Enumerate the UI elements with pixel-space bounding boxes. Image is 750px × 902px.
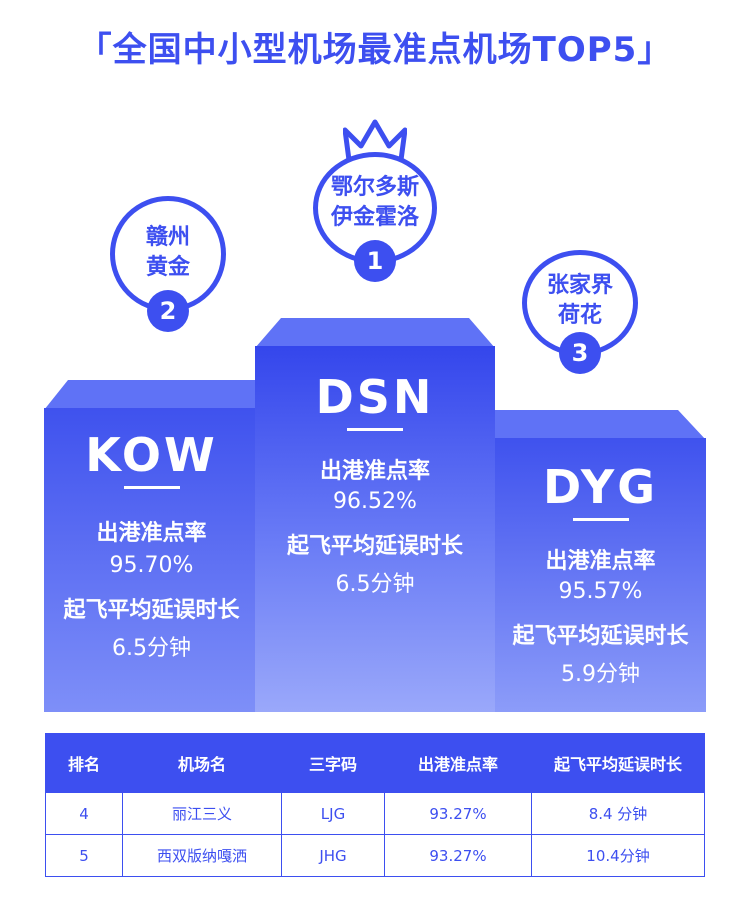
table-row: 5 西双版纳嘎洒 JHG 93.27% 10.4分钟 — [45, 834, 705, 877]
airport-name-line2: 伊金霍洛 — [330, 205, 419, 230]
ontime-label: 出港准点率 — [96, 521, 207, 546]
airport-name-line2: 黄金 — [145, 255, 190, 280]
airport-name-line1: 鄂尔多斯 — [330, 175, 419, 200]
ontime-rate: 95.57% — [558, 579, 643, 604]
header-delay: 起飞平均延误时长 — [531, 733, 705, 793]
page-title: 「全国中小型机场最准点机场TOP5」 — [77, 30, 673, 70]
ontime-label: 出港准点率 — [319, 459, 430, 484]
airport-name-line1: 赣州 — [145, 225, 190, 250]
podium-top — [44, 380, 259, 410]
podium-front: KOW 出港准点率 95.70% 起飞平均延误时长 6.5分钟 — [44, 408, 259, 712]
table-header-row: 排名 机场名 三字码 出港准点率 起飞平均延误时长 — [45, 733, 705, 793]
podium-rank-3: DYG 出港准点率 95.57% 起飞平均延误时长 5.9分钟 — [495, 410, 706, 712]
delay-value: 5.9分钟 — [561, 662, 640, 687]
cell-ontime: 93.27% — [384, 792, 532, 835]
cell-code: LJG — [281, 792, 385, 835]
podium-top — [255, 318, 495, 348]
airport-code: DSN — [315, 370, 435, 424]
badge-rank-3: 张家界 荷花 3 — [522, 250, 638, 374]
delay-value: 6.5分钟 — [335, 572, 415, 597]
ontime-label: 出港准点率 — [545, 549, 656, 574]
cell-ontime: 93.27% — [384, 834, 532, 877]
ontime-rate: 96.52% — [333, 489, 417, 514]
cell-code: JHG — [281, 834, 385, 877]
podium-top — [495, 410, 706, 440]
cell-rank: 4 — [45, 792, 123, 835]
header-rank: 排名 — [45, 733, 123, 793]
cell-delay: 10.4分钟 — [531, 834, 705, 877]
rank-number: 1 — [354, 240, 396, 282]
crown-icon — [343, 119, 407, 163]
badge-rank-1: 鄂尔多斯 伊金霍洛 1 — [313, 152, 437, 282]
badge-ring — [313, 152, 437, 264]
ranking-table: 排名 机场名 三字码 出港准点率 起飞平均延误时长 4 丽江三义 LJG 93.… — [45, 733, 705, 877]
divider — [123, 486, 180, 489]
divider — [347, 428, 403, 431]
badge-rank-2: 赣州 黄金 2 — [110, 196, 226, 332]
cell-delay: 8.4 分钟 — [531, 792, 705, 835]
ontime-rate: 95.70% — [109, 553, 194, 578]
divider — [572, 518, 629, 521]
airport-name-line2: 荷花 — [557, 303, 602, 328]
podium-rank-1: DSN 出港准点率 96.52% 起飞平均延误时长 6.5分钟 — [255, 318, 495, 712]
podium-front: DYG 出港准点率 95.57% 起飞平均延误时长 5.9分钟 — [495, 438, 706, 712]
header-ontime: 出港准点率 — [384, 733, 532, 793]
delay-label: 起飞平均延误时长 — [512, 624, 689, 649]
rank-number: 2 — [147, 290, 189, 332]
airport-code: DYG — [543, 460, 658, 514]
podium-rank-2: KOW 出港准点率 95.70% 起飞平均延误时长 6.5分钟 — [44, 380, 259, 712]
rank-number: 3 — [559, 332, 601, 374]
header-code: 三字码 — [281, 733, 385, 793]
cell-airport: 丽江三义 — [122, 792, 282, 835]
table-row: 4 丽江三义 LJG 93.27% 8.4 分钟 — [45, 792, 705, 835]
delay-label: 起飞平均延误时长 — [286, 534, 463, 559]
airport-code: KOW — [85, 428, 218, 482]
airport-name-line1: 张家界 — [546, 273, 613, 298]
delay-label: 起飞平均延误时长 — [63, 598, 240, 623]
cell-airport: 西双版纳嘎洒 — [122, 834, 282, 877]
podium-front: DSN 出港准点率 96.52% 起飞平均延误时长 6.5分钟 — [255, 346, 495, 712]
cell-rank: 5 — [45, 834, 123, 877]
header-airport: 机场名 — [122, 733, 282, 793]
delay-value: 6.5分钟 — [112, 636, 191, 661]
